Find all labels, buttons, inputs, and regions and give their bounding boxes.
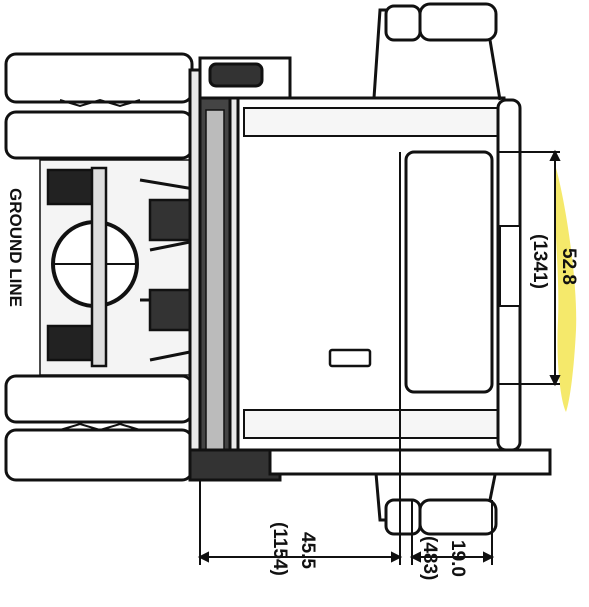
axle-assembly <box>39 159 202 376</box>
mirrors <box>372 2 502 536</box>
cab-handle <box>328 348 372 368</box>
dimension-rear-metric: (1154) <box>269 522 290 576</box>
dimension-windshield-value: 52.8 <box>558 248 579 285</box>
dimension-door-value: 19.0 <box>447 540 468 577</box>
dimension-lines <box>197 149 561 565</box>
mirror-upper-right <box>418 2 498 42</box>
rear-window <box>404 150 494 394</box>
dimension-door-metric: (483) <box>419 536 440 580</box>
ground-line-label: GROUND LINE <box>6 188 25 307</box>
tire-lower <box>4 374 194 424</box>
dimension-rear-value: 45.5 <box>297 532 318 569</box>
tire-lower-inner <box>4 428 194 482</box>
mirror-lower-right <box>418 498 498 536</box>
tire-upper <box>4 52 194 104</box>
mirror-lower-left <box>384 498 422 536</box>
bumper <box>268 448 552 476</box>
tire-upper-inner <box>4 110 194 160</box>
cab-body <box>236 96 522 452</box>
dimension-highlight <box>554 168 577 412</box>
mirror-upper-left <box>384 4 422 42</box>
dimension-windshield-metric: (1341) <box>529 234 550 289</box>
